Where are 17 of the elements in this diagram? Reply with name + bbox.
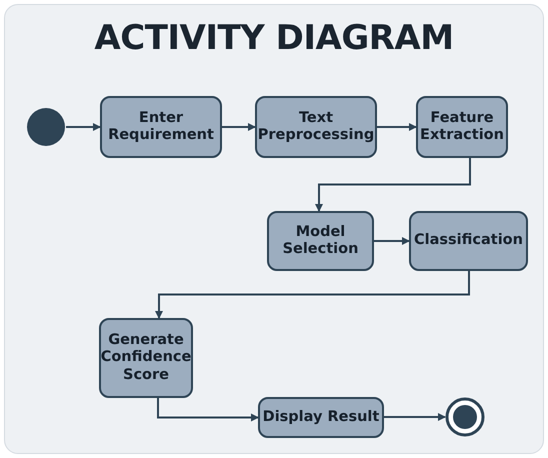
arrow xyxy=(377,123,417,131)
arrow xyxy=(66,123,101,131)
diagram-title: ACTIVITY DIAGRAM xyxy=(93,18,455,58)
initial-node xyxy=(26,107,66,147)
action-box: Feature Extraction xyxy=(416,96,508,158)
action-box: Enter Requirement xyxy=(100,96,222,158)
arrow xyxy=(384,413,446,421)
action-box: Model Selection xyxy=(267,211,374,271)
arrow xyxy=(374,237,410,245)
arrow xyxy=(155,271,470,319)
arrow xyxy=(222,123,256,131)
arrow xyxy=(157,398,259,422)
action-box: Classification xyxy=(409,211,528,271)
arrow xyxy=(315,158,471,212)
action-box: Generate Confidence Score xyxy=(99,318,193,398)
action-box: Text Preprocessing xyxy=(255,96,377,158)
action-box: Display Result xyxy=(258,397,384,438)
